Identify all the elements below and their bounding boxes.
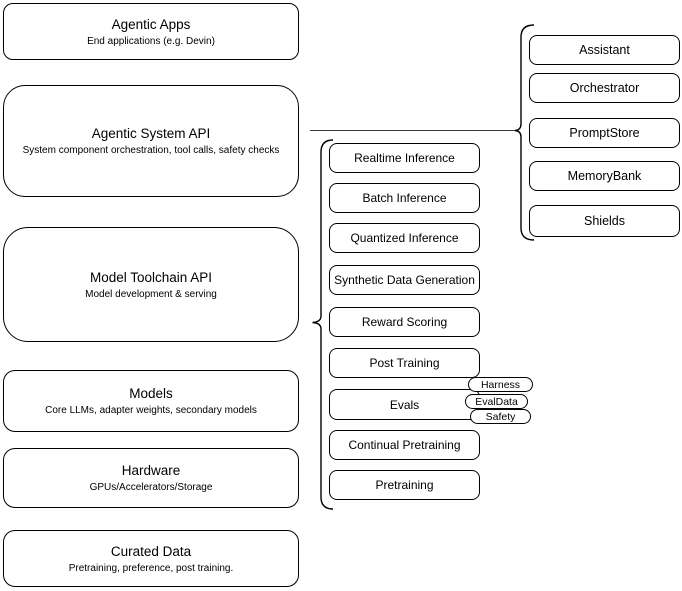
node-subtitle: Model development & serving <box>85 288 217 300</box>
node-label: Quantized Inference <box>350 231 459 245</box>
node-label: Post Training <box>369 356 440 370</box>
node-label: Synthetic Data Generation <box>334 273 475 287</box>
node-label: MemoryBank <box>567 169 642 183</box>
node-label: Batch Inference <box>362 191 447 205</box>
node-pretraining: Pretraining <box>329 470 480 500</box>
node-label: Reward Scoring <box>361 315 448 329</box>
node-agentic-system-api: Agentic System API System component orch… <box>3 85 299 197</box>
tag-evaldata: EvalData <box>465 394 528 409</box>
node-subtitle: End applications (e.g. Devin) <box>87 35 215 47</box>
node-label: Assistant <box>579 43 630 57</box>
node-title: Model Toolchain API <box>89 269 213 285</box>
node-label: Pretraining <box>375 478 434 492</box>
node-promptstore: PromptStore <box>529 118 680 148</box>
node-realtime-inference: Realtime Inference <box>329 143 480 173</box>
node-label: Evals <box>389 397 420 412</box>
node-shields: Shields <box>529 205 680 237</box>
node-label: Continual Pretraining <box>348 438 461 452</box>
node-quantized-inference: Quantized Inference <box>329 223 480 253</box>
node-title: Hardware <box>121 463 181 478</box>
node-curated-data: Curated Data Pretraining, preference, po… <box>3 530 299 587</box>
node-label: Orchestrator <box>569 81 640 95</box>
node-subtitle: System component orchestration, tool cal… <box>22 145 280 156</box>
node-agentic-apps: Agentic Apps End applications (e.g. Devi… <box>3 3 299 60</box>
node-continual-pretraining: Continual Pretraining <box>329 430 480 460</box>
node-models: Models Core LLMs, adapter weights, secon… <box>3 370 299 432</box>
node-subtitle: Core LLMs, adapter weights, secondary mo… <box>45 405 257 416</box>
node-reward-scoring: Reward Scoring <box>329 307 480 337</box>
node-label: Realtime Inference <box>354 151 455 165</box>
node-title: Agentic System API <box>91 126 211 141</box>
node-title: Agentic Apps <box>111 16 191 32</box>
node-post-training: Post Training <box>329 348 480 378</box>
node-hardware: Hardware GPUs/Accelerators/Storage <box>3 448 299 508</box>
tag-safety: Safety <box>470 409 531 424</box>
tag-harness: Harness <box>468 377 533 392</box>
tag-label: EvalData <box>475 395 518 408</box>
node-batch-inference: Batch Inference <box>329 183 480 213</box>
node-model-toolchain-api: Model Toolchain API Model development & … <box>3 227 299 342</box>
node-label: Shields <box>584 214 625 228</box>
node-subtitle: Pretraining, preference, post training. <box>68 562 234 574</box>
node-evals: Evals <box>329 389 480 420</box>
tag-label: Safety <box>485 410 516 423</box>
node-label: PromptStore <box>569 126 640 140</box>
tag-label: Harness <box>480 378 521 391</box>
node-title: Models <box>129 386 173 401</box>
node-memorybank: MemoryBank <box>529 161 680 191</box>
node-assistant: Assistant <box>529 35 680 65</box>
node-orchestrator: Orchestrator <box>529 73 680 103</box>
node-title: Curated Data <box>110 543 192 559</box>
node-synthetic-data-generation: Synthetic Data Generation <box>329 265 480 295</box>
node-subtitle: GPUs/Accelerators/Storage <box>89 482 213 493</box>
